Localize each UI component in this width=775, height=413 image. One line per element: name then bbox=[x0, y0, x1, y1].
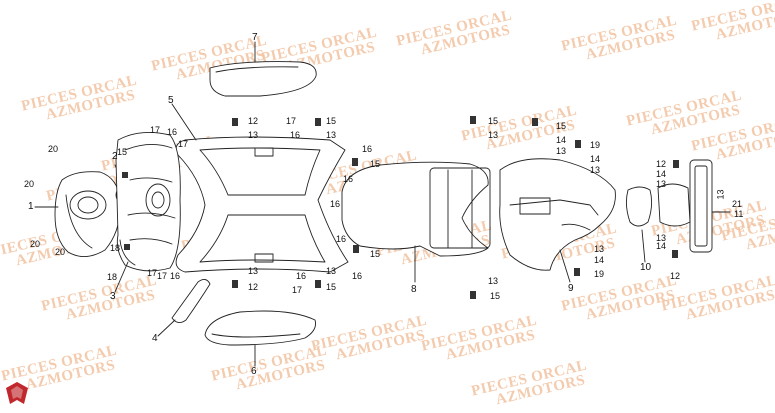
callout-16: 16 bbox=[330, 199, 341, 209]
callout-16: 16 bbox=[343, 174, 354, 184]
callout-13: 13 bbox=[488, 276, 499, 286]
callout-21: 21 bbox=[732, 199, 743, 209]
callout-8: 8 bbox=[411, 284, 417, 295]
callout-9: 9 bbox=[568, 283, 574, 294]
callout-12: 12 bbox=[248, 282, 259, 292]
callout-20: 20 bbox=[30, 239, 41, 249]
part-6-bottom-side-cover bbox=[204, 310, 316, 367]
part-5-floor-panel bbox=[171, 103, 349, 273]
callout-1: 1 bbox=[28, 201, 34, 212]
callout-2: 2 bbox=[112, 151, 118, 162]
callout-16: 16 bbox=[167, 127, 178, 137]
callout-15: 15 bbox=[556, 121, 567, 131]
callout-17: 17 bbox=[292, 285, 303, 295]
callout-16: 16 bbox=[296, 271, 307, 281]
callout-14: 14 bbox=[656, 169, 667, 179]
callout-15: 15 bbox=[490, 291, 501, 301]
callout-12: 12 bbox=[656, 159, 667, 169]
dash-mount-assembly bbox=[657, 183, 691, 227]
callout-15: 15 bbox=[326, 282, 337, 292]
callout-12: 12 bbox=[670, 271, 681, 281]
callout-19: 19 bbox=[590, 140, 601, 150]
part-7-top-side-cover bbox=[209, 41, 317, 97]
callout-7: 7 bbox=[252, 32, 258, 43]
callout-13: 13 bbox=[326, 266, 337, 276]
part-1-front-inner-cover bbox=[34, 171, 121, 257]
callout-13: 13 bbox=[556, 146, 567, 156]
callout-17: 17 bbox=[147, 268, 158, 278]
callout-13: 13 bbox=[594, 244, 605, 254]
callout-17: 17 bbox=[178, 139, 189, 149]
part-8-under-tray bbox=[341, 161, 491, 283]
callout-13: 13 bbox=[656, 179, 667, 189]
callout-13: 13 bbox=[248, 130, 259, 140]
callout-13: 13 bbox=[715, 189, 726, 200]
callout-15: 15 bbox=[370, 249, 381, 259]
callout-13: 13 bbox=[590, 165, 601, 175]
callout-16: 16 bbox=[290, 130, 301, 140]
callout-4: 4 bbox=[152, 333, 158, 344]
callout-13: 13 bbox=[488, 130, 499, 140]
part-10-bracket bbox=[625, 186, 653, 263]
callout-20: 20 bbox=[48, 144, 59, 154]
callout-14: 14 bbox=[590, 154, 601, 164]
callout-13: 13 bbox=[326, 130, 337, 140]
callout-17: 17 bbox=[157, 271, 168, 281]
callout-15: 15 bbox=[326, 116, 337, 126]
callout-11: 11 bbox=[734, 209, 744, 219]
callout-13: 13 bbox=[248, 266, 259, 276]
callout-5: 5 bbox=[168, 95, 174, 106]
callout-14: 14 bbox=[656, 241, 667, 251]
callout-16: 16 bbox=[362, 144, 373, 154]
callout-14: 14 bbox=[594, 255, 605, 265]
callout-15: 15 bbox=[370, 159, 381, 169]
callout-3: 3 bbox=[110, 291, 116, 302]
callout-20: 20 bbox=[55, 247, 66, 257]
callout-18: 18 bbox=[107, 272, 118, 282]
callout-20: 20 bbox=[24, 179, 35, 189]
callout-13: 13 bbox=[656, 233, 667, 243]
callout-17: 17 bbox=[150, 125, 161, 135]
fasteners bbox=[122, 116, 679, 299]
callout-14: 14 bbox=[556, 135, 567, 145]
callout-16: 16 bbox=[170, 271, 181, 281]
callout-12: 12 bbox=[248, 116, 259, 126]
callout-16: 16 bbox=[336, 234, 347, 244]
pieces-orcal-logo-icon bbox=[6, 382, 28, 404]
part-11-dash-frame bbox=[689, 159, 731, 253]
callout-18: 18 bbox=[110, 243, 121, 253]
callout-10: 10 bbox=[640, 262, 652, 273]
callout-6: 6 bbox=[251, 366, 257, 377]
part-4-side-trim bbox=[157, 279, 211, 337]
callout-16: 16 bbox=[352, 271, 363, 281]
part-9-front-upper-cover bbox=[499, 158, 616, 283]
callout-15: 15 bbox=[117, 147, 128, 157]
part-3-front-shield bbox=[114, 131, 181, 293]
callout-19: 19 bbox=[594, 269, 605, 279]
callout-17: 17 bbox=[286, 116, 297, 126]
callout-15: 15 bbox=[488, 116, 499, 126]
